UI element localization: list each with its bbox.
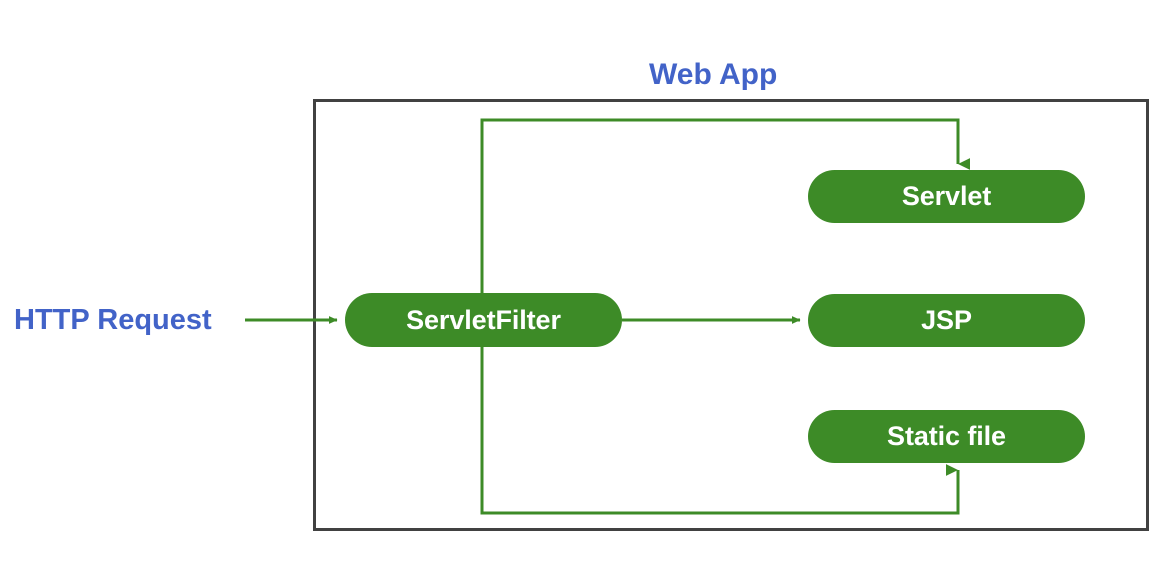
web-app-container-box bbox=[313, 99, 1149, 531]
node-servletfilter[interactable]: ServletFilter bbox=[345, 293, 622, 347]
node-staticfile-label: Static file bbox=[887, 421, 1006, 451]
node-servletfilter-label: ServletFilter bbox=[406, 304, 561, 335]
diagram-title: Web App bbox=[649, 58, 778, 91]
node-servlet[interactable]: Servlet bbox=[808, 170, 1085, 223]
node-servlet-label: Servlet bbox=[901, 181, 992, 211]
node-staticfile[interactable]: Static file bbox=[808, 410, 1085, 463]
node-jsp-label: JSP bbox=[921, 305, 972, 335]
http-request-label: HTTP Request bbox=[14, 304, 212, 336]
node-jsp[interactable]: JSP bbox=[808, 294, 1085, 347]
